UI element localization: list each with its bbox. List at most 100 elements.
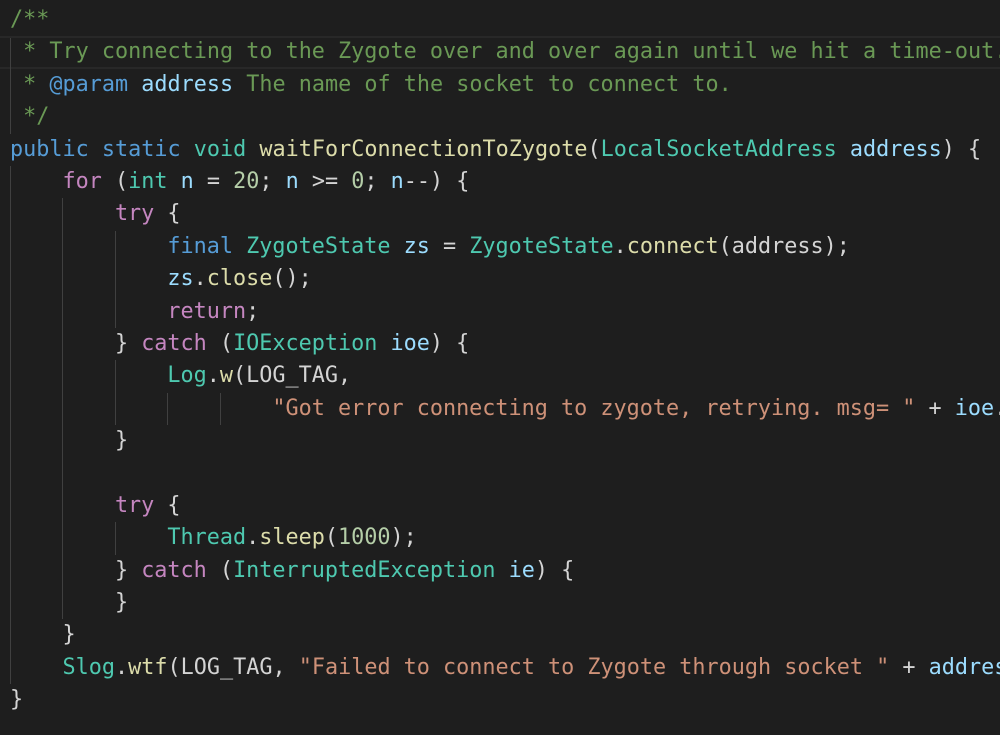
- indent-guide: [10, 457, 62, 489]
- code-token: ZygoteState: [246, 233, 391, 259]
- code-token: ie: [508, 557, 535, 583]
- indent-guide: [10, 38, 23, 70]
- indent-guide: [62, 198, 114, 230]
- code-line[interactable]: final ZygoteState zs = ZygoteState.conne…: [0, 231, 1000, 263]
- code-line[interactable]: }: [0, 587, 1000, 619]
- code-token: +: [915, 395, 955, 421]
- code-line[interactable]: [0, 457, 1000, 489]
- code-token: 0: [351, 168, 365, 194]
- code-token: [181, 137, 194, 162]
- code-line[interactable]: } catch (InterruptedException ie) {: [0, 555, 1000, 587]
- indent-guide: [62, 328, 114, 360]
- code-line[interactable]: } catch (IOException ioe) {: [0, 328, 1000, 360]
- code-line[interactable]: * @param address The name of the socket …: [0, 69, 1000, 101]
- indent-guide: [10, 360, 62, 392]
- code-token: zs: [403, 233, 430, 259]
- code-token: [377, 331, 390, 356]
- indent-guide: [10, 555, 62, 587]
- indent-guide: [10, 198, 62, 230]
- code-line[interactable]: }: [0, 619, 1000, 651]
- code-line[interactable]: zs.close();: [0, 263, 1000, 295]
- indent-guide: [10, 490, 62, 522]
- code-token: "Got error connecting to zygote, retryin…: [272, 395, 916, 421]
- indent-guide: [10, 263, 62, 295]
- code-token: }: [10, 687, 24, 713]
- code-token: }: [114, 330, 142, 356]
- code-token: (: [101, 168, 129, 194]
- indent-guide: [62, 457, 114, 489]
- code-line[interactable]: }: [0, 425, 1000, 457]
- code-token: *: [23, 71, 50, 97]
- code-line[interactable]: */: [0, 101, 1000, 133]
- indent-guide: [10, 166, 62, 198]
- code-token: ;: [246, 298, 260, 324]
- code-token: .: [613, 233, 627, 259]
- code-line[interactable]: try {: [0, 198, 1000, 230]
- code-token: }: [62, 622, 76, 648]
- indent-guide: [62, 393, 114, 425]
- code-token: sleep: [259, 525, 325, 551]
- code-token: (: [206, 557, 234, 583]
- code-line[interactable]: "Got error connecting to zygote, retryin…: [0, 393, 1000, 425]
- code-token: .: [193, 266, 207, 292]
- indent-guide: [220, 393, 272, 425]
- code-token: connect: [626, 233, 719, 259]
- code-token: [167, 169, 180, 194]
- code-token: Thread: [167, 525, 247, 551]
- code-token: 20: [233, 168, 260, 194]
- indent-guide: [10, 425, 62, 457]
- indent-guide: [115, 231, 167, 263]
- indent-guide: [115, 393, 167, 425]
- indent-guide: [62, 360, 114, 392]
- indent-guide: [10, 328, 62, 360]
- indent-guide: [115, 263, 167, 295]
- code-token: (: [587, 136, 601, 162]
- code-token: catch: [141, 557, 207, 583]
- code-line[interactable]: }: [0, 684, 1000, 716]
- code-token: address: [849, 136, 942, 162]
- code-token: Slog: [62, 654, 115, 680]
- code-line[interactable]: * Try connecting to the Zygote over and …: [0, 36, 1000, 70]
- indent-guide: [10, 522, 62, 554]
- code-token: [128, 72, 141, 97]
- indent-guide: [115, 522, 167, 554]
- code-token: );: [390, 525, 417, 551]
- code-token: ioe: [390, 330, 430, 356]
- indent-guide: [115, 360, 167, 392]
- code-token: (LOG_TAG,: [233, 363, 352, 389]
- code-token: "Failed to connect to Zygote through soc…: [298, 654, 890, 680]
- code-token: >=: [298, 168, 352, 194]
- code-line[interactable]: Thread.sleep(1000);: [0, 522, 1000, 554]
- code-token: ioe: [954, 395, 995, 421]
- code-line[interactable]: Log.w(LOG_TAG,: [0, 360, 1000, 392]
- code-token: [837, 137, 850, 162]
- code-token: ) {: [941, 136, 982, 162]
- code-token: (: [324, 525, 339, 551]
- indent-guide: [10, 231, 62, 263]
- code-token: =: [193, 168, 234, 194]
- indent-guide: [10, 587, 62, 619]
- code-line[interactable]: Slog.wtf(LOG_TAG, "Failed to connect to …: [0, 652, 1000, 684]
- code-token: (: [206, 330, 234, 356]
- code-token: static: [101, 136, 181, 162]
- code-token: The name of the socket to connect to.: [233, 71, 732, 97]
- code-line[interactable]: /**: [0, 4, 1000, 36]
- code-token: final: [167, 233, 234, 259]
- code-token: {: [154, 492, 181, 518]
- code-token: wtf: [128, 654, 168, 680]
- code-token: {: [154, 201, 181, 227]
- code-token: 1000: [338, 525, 391, 551]
- code-line[interactable]: try {: [0, 490, 1000, 522]
- code-line[interactable]: return;: [0, 296, 1000, 328]
- code-line[interactable]: public static void waitForConnectionToZy…: [0, 134, 1000, 166]
- indent-guide: [10, 69, 23, 101]
- indent-guide: [10, 619, 62, 651]
- code-token: .: [114, 654, 129, 680]
- code-token: InterruptedException: [233, 557, 496, 583]
- code-token: [89, 137, 102, 162]
- code-line[interactable]: for (int n = 20; n >= 0; n--) {: [0, 166, 1000, 198]
- code-token: .: [246, 525, 260, 551]
- code-token: */: [23, 104, 50, 130]
- code-token: --) {: [403, 168, 470, 194]
